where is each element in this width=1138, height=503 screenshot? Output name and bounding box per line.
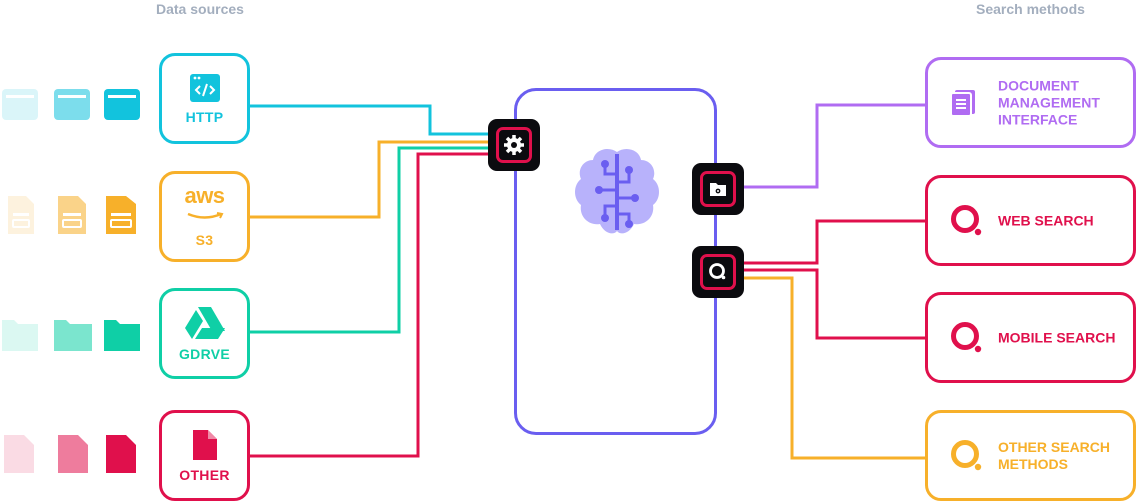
method-label-document-management: DOCUMENT MANAGEMENT INTERFACE [998,77,1100,127]
mobile-wire [744,268,925,340]
browser-icon [54,89,90,120]
file-icon [192,429,217,460]
document-icon [58,196,86,234]
folder-icon [104,320,140,351]
method-card-other-search[interactable]: OTHER SEARCH METHODS [925,410,1136,501]
other-thumbnails [4,435,136,473]
folder-icon [2,320,38,351]
gdrive-thumbnails [2,320,140,351]
folder-gear-icon [710,183,726,196]
search-methods-heading: Search methods [976,1,1085,17]
source-label-s3: S3 [195,231,214,248]
search-icon [951,204,982,235]
aws-logo-icon: aws [184,184,225,226]
data-sources-heading: Data sources [156,1,244,17]
method-label-web-search: WEB SEARCH [998,212,1094,228]
source-card-s3[interactable]: aws S3 [159,171,250,262]
document-icon [106,196,136,234]
document-icon [950,89,975,117]
brain-icon [575,148,659,234]
s3-thumbnails [8,196,136,234]
other-search-wire [744,276,925,460]
google-drive-icon [184,306,225,339]
method-label-other-search: OTHER SEARCH METHODS [998,438,1111,472]
search-icon [709,263,726,280]
source-card-http[interactable]: HTTP [159,53,250,144]
file-icon [58,435,88,473]
source-label-gdrive: GDRVE [178,345,231,362]
file-icon [4,435,34,473]
http-wire [250,104,490,136]
browser-icon [104,89,140,120]
search-node[interactable] [692,246,744,298]
method-label-mobile-search: MOBILE SEARCH [998,329,1116,345]
gear-icon [504,135,524,155]
method-card-mobile-search[interactable]: MOBILE SEARCH [925,292,1136,383]
file-icon [106,435,136,473]
source-card-gdrive[interactable]: GDRVE [159,288,250,379]
source-card-other[interactable]: OTHER [159,410,250,501]
folder-icon [54,320,92,351]
dmi-wire [744,103,925,189]
other-wire [250,152,490,458]
code-window-icon [189,73,220,102]
http-thumbnails [2,89,140,120]
search-icon [951,439,982,470]
search-icon [951,321,982,352]
ingest-node[interactable] [488,119,540,171]
source-label-other: OTHER [179,466,230,483]
method-card-document-management[interactable]: DOCUMENT MANAGEMENT INTERFACE [925,57,1136,148]
source-label-http: HTTP [185,108,224,125]
document-icon [8,196,34,234]
s3-wire [250,140,490,219]
browser-icon [2,89,38,120]
processing-hub [514,88,717,435]
document-node[interactable] [692,163,744,215]
web-wire [744,219,925,265]
method-card-web-search[interactable]: WEB SEARCH [925,175,1136,266]
gdrive-wire [250,146,490,334]
